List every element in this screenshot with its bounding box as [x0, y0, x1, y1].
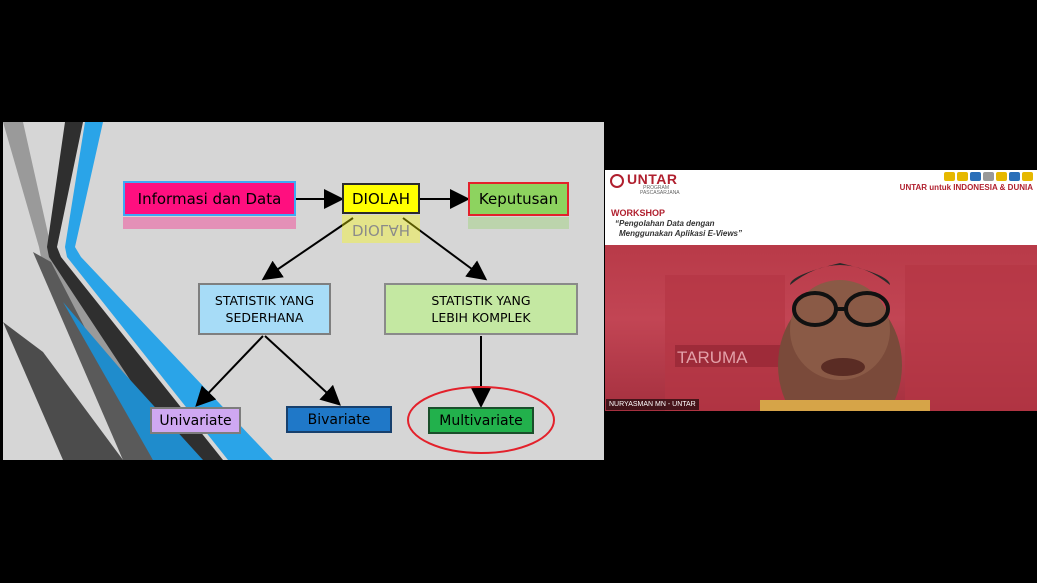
virtual-background: TARUMA: [605, 245, 1037, 411]
box-keputusan: Keputusan: [468, 182, 569, 216]
untar-logo-subtitle: PROGRAM PASCASARJANA: [640, 185, 680, 196]
participant-video-tile[interactable]: TARUMA UNTAR PROGRAM PASCASARJANA UNTAR …: [605, 170, 1037, 411]
box-univariate-label: Univariate: [159, 412, 232, 429]
box-statistik-komplek: STATISTIK YANG LEBIH KOMPLEK: [384, 283, 578, 335]
untar-logo: UNTAR: [627, 171, 678, 187]
box-statistik-komplek-line1: STATISTIK YANG: [431, 293, 531, 308]
partner-logo-icon: [944, 172, 955, 181]
workshop-banner: UNTAR PROGRAM PASCASARJANA UNTAR untuk I…: [605, 170, 1037, 245]
box-multivariate: Multivariate: [428, 407, 534, 434]
untar-tagline: UNTAR untuk INDONESIA & DUNIA: [899, 183, 1033, 192]
box-diolah-label: DIOLAH: [351, 189, 411, 208]
shared-slide: DIOLAH Informasi dan Data DIOLAH Keputus…: [3, 122, 604, 460]
box-keputusan-label: Keputusan: [478, 190, 559, 208]
box-diolah: DIOLAH: [342, 183, 420, 214]
participant-name-tag: NURYASMAN MN - UNTAR: [606, 399, 699, 410]
partner-logo-icon: [983, 172, 994, 181]
box-bivariate: Bivariate: [286, 406, 392, 433]
building-sign: TARUMA: [677, 348, 748, 367]
box-multivariate-label: Multivariate: [439, 412, 523, 429]
arrow-sederhana-to-bivariate: [264, 335, 341, 406]
arrow-diolah-to-komplek: [402, 217, 488, 281]
partner-logos: [944, 172, 1033, 181]
box-statistik-sederhana-line2: SEDERHANA: [225, 310, 304, 325]
partner-logo-icon: [1022, 172, 1033, 181]
partner-logo-icon: [970, 172, 981, 181]
workshop-title: WORKSHOP: [611, 208, 665, 218]
building-illustration: TARUMA: [665, 263, 1037, 411]
arrow-diolah-to-sederhana: [261, 217, 354, 281]
box-univariate: Univariate: [150, 407, 241, 434]
arrow-sederhana-to-univariate: [195, 335, 264, 407]
untar-logo-icon: [610, 174, 624, 188]
box-statistik-sederhana-line1: STATISTIK YANG: [214, 293, 315, 308]
box-statistik-sederhana: STATISTIK YANG SEDERHANA: [198, 283, 331, 335]
workshop-subtitle: “Pengolahan Data dengan Menggunakan Apli…: [615, 219, 742, 238]
slide-decoration: [3, 122, 555, 460]
box-informasi-dan-data-label: Informasi dan Data: [137, 189, 282, 208]
box-informasi-dan-data: Informasi dan Data: [123, 181, 296, 216]
box-statistik-komplek-line2: LEBIH KOMPLEK: [431, 310, 531, 325]
partner-logo-icon: [1009, 172, 1020, 181]
partner-logo-icon: [996, 172, 1007, 181]
box-bivariate-label: Bivariate: [307, 411, 371, 428]
partner-logo-icon: [957, 172, 968, 181]
multivariate-highlight-ellipse: [407, 386, 555, 454]
